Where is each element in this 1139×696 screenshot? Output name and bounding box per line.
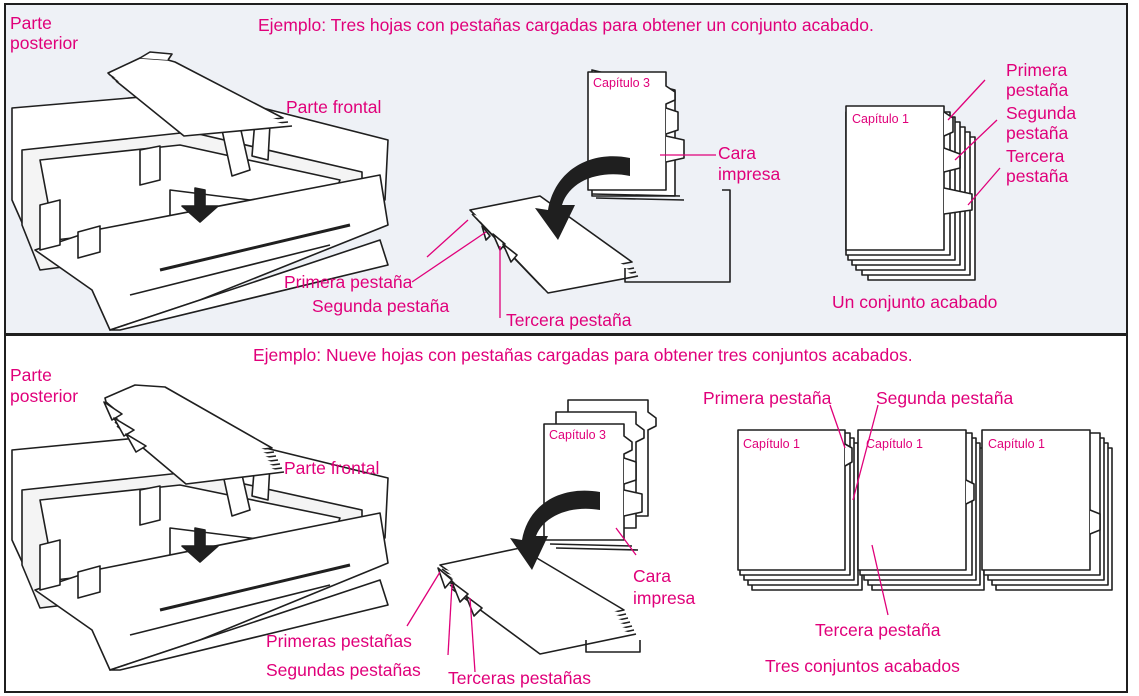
bottom-set-c-chapter-1-label: Capítulo 1 xyxy=(988,437,1045,451)
bottom-printed-side-line2: impresa xyxy=(633,588,696,608)
top-leader-lines xyxy=(411,79,1001,318)
bottom-first-tabs-label: Primeras pestañas xyxy=(266,631,412,651)
bottom-finished-sets xyxy=(737,429,1113,591)
bottom-second-tabs-label: Segundas pestañas xyxy=(266,660,421,680)
top-set-chapter-1-label: Capítulo 1 xyxy=(852,112,909,126)
top-set-second-tab-line2: pestaña xyxy=(1006,123,1069,143)
bottom-set-second-tab-label: Segunda pestaña xyxy=(876,388,1014,408)
bottom-printed-side-bracket xyxy=(585,640,641,653)
top-printed-side-bracket xyxy=(624,189,731,283)
top-first-tab-label: Primera pestaña xyxy=(284,272,413,292)
bottom-leader-lines xyxy=(406,404,889,673)
top-set-third-tab-line2: pestaña xyxy=(1006,166,1069,186)
bottom-third-tabs-label: Terceras pestañas xyxy=(448,668,591,688)
top-finished-set xyxy=(845,105,976,281)
top-set-third-tab-line1: Tercera xyxy=(1006,146,1065,166)
top-fanned-stack xyxy=(469,195,639,294)
top-front-label: Parte frontal xyxy=(286,97,382,117)
bottom-finished-sets-label: Tres conjuntos acabados xyxy=(765,656,960,676)
bottom-chapter-3-label: Capítulo 3 xyxy=(549,428,606,442)
bottom-paper-tray-illustration xyxy=(11,431,389,671)
bottom-loaded-stack xyxy=(103,384,285,485)
top-loaded-sheet xyxy=(107,51,293,137)
top-rear-label-line2: posterior xyxy=(10,33,79,53)
top-set-second-tab-line1: Segunda xyxy=(1006,103,1077,123)
bottom-set-b-chapter-1-label: Capítulo 1 xyxy=(866,437,923,451)
top-set-first-tab-line1: Primera xyxy=(1006,60,1068,80)
bottom-fanned-stack xyxy=(437,547,637,655)
top-printed-side-line1: Cara xyxy=(718,143,756,163)
finished-set-c xyxy=(981,429,1113,591)
top-load-arrow xyxy=(535,156,630,240)
bottom-printed-side-line1: Cara xyxy=(633,566,671,586)
bottom-load-arrow xyxy=(510,490,600,570)
bottom-example-panel xyxy=(4,333,1128,693)
bottom-rear-label-line1: Parte xyxy=(10,365,52,385)
top-paper-tray-illustration xyxy=(11,91,389,331)
top-finished-set-label: Un conjunto acabado xyxy=(832,292,998,312)
bottom-heading: Ejemplo: Nueve hojas con pestañas cargad… xyxy=(253,345,913,365)
top-second-tab-label: Segunda pestaña xyxy=(312,296,450,316)
bottom-set-first-tab-label: Primera pestaña xyxy=(703,388,832,408)
bottom-front-label: Parte frontal xyxy=(284,458,380,478)
bottom-rear-label-line2: posterior xyxy=(10,386,79,406)
top-printed-side-line2: impresa xyxy=(718,164,781,184)
top-heading: Ejemplo: Tres hojas con pestañas cargada… xyxy=(258,15,874,35)
top-third-tab-label: Tercera pestaña xyxy=(506,310,632,330)
top-rear-label-line1: Parte xyxy=(10,13,52,33)
bottom-set-third-tab-label: Tercera pestaña xyxy=(815,620,941,640)
finished-set-b xyxy=(857,429,985,591)
top-chapter-3-label: Capítulo 3 xyxy=(593,76,650,90)
top-set-first-tab-line2: pestaña xyxy=(1006,80,1069,100)
bottom-set-a-chapter-1-label: Capítulo 1 xyxy=(743,437,800,451)
